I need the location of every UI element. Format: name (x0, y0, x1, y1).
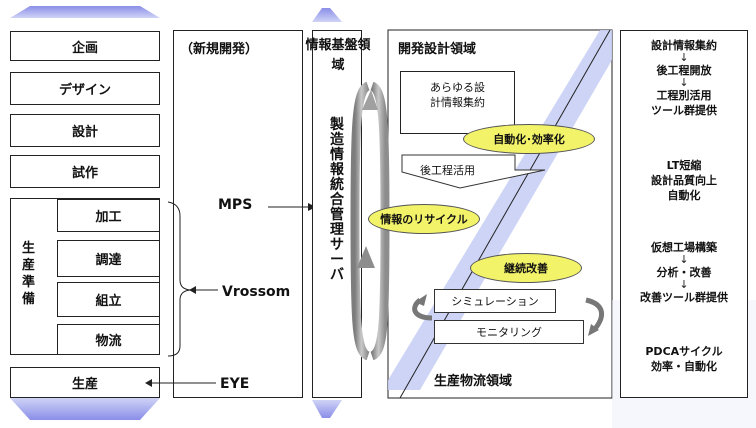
right-item: 効率・自動化 (651, 360, 717, 373)
production-label: 生産 (71, 377, 98, 392)
right-item: PDCAサイクル (645, 345, 723, 358)
engineering-label: 設計 (71, 125, 98, 140)
prototype-box: 試作 (10, 155, 160, 188)
plan-box: 企画 (10, 31, 160, 61)
right-item: 後工程開放 (656, 64, 712, 77)
info-recycle-oval: 情報のリサイクル (368, 204, 480, 234)
eye-label: EYE (220, 376, 250, 392)
downstream-label: 後工程活用 (420, 164, 475, 177)
down-arrow-icon: ↓ (679, 253, 689, 266)
right-group-2: LT短縮 設計品質向上 自動化 (620, 158, 748, 203)
right-item: 仮想工場構築 (651, 241, 717, 254)
dev-design-header: 開発設計領域 (398, 42, 477, 57)
down-arrow-icon: ↓ (679, 76, 689, 89)
new-dev-header: （新規開発） (180, 42, 259, 57)
continuous-improvement-label: 継続改善 (504, 262, 548, 275)
down-arrow-icon: ↓ (679, 278, 689, 291)
simulation-label: シミュレーション (451, 295, 539, 308)
infra-header: 情報基盤領域 (305, 38, 371, 73)
info-recycle-label: 情報のリサイクル (380, 213, 468, 226)
mps-label: MPS (218, 197, 253, 213)
right-group-4: PDCAサイクル 効率・自動化 (620, 344, 748, 374)
down-arrow-icon: ↓ (679, 51, 689, 64)
design-label: デザイン (58, 83, 111, 98)
monitoring-label: モニタリング (476, 326, 542, 339)
right-group-3: 仮想工場構築 ↓ 分析・改善 ↓ 改善ツール群提供 (620, 240, 748, 305)
prep-item-logistics: 物流 (57, 324, 160, 355)
prep-item-label: 組立 (95, 294, 122, 309)
monitoring-box: モニタリング (434, 320, 584, 344)
prep-item-machining: 加工 (57, 199, 160, 232)
right-item: 分析・改善 (656, 266, 712, 279)
right-item: LT短縮 (666, 159, 702, 172)
plan-label: 企画 (71, 40, 98, 56)
right-summary-panel (620, 30, 748, 398)
production-box: 生産 (10, 367, 160, 398)
right-item: ツール群提供 (651, 104, 717, 117)
server-label: 製造情報統合管理サーバ (330, 117, 344, 283)
simulation-box: シミュレーション (434, 289, 556, 313)
prep-item-label: 調達 (95, 253, 122, 268)
prep-item-label: 加工 (95, 210, 122, 225)
prep-item-assembly: 組立 (57, 282, 160, 317)
right-item: 改善ツール群提供 (640, 291, 728, 304)
auto-efficiency-oval: 自動化･効率化 (463, 124, 595, 154)
production-logistics-label: 生産物流領域 (434, 374, 513, 389)
right-item: 設計情報集約 (651, 39, 717, 52)
design-info-box: あらゆる設計情報集約 (400, 71, 515, 134)
prototype-label: 試作 (71, 166, 98, 181)
right-item: 設計品質向上 (651, 174, 717, 187)
right-group-1: 設計情報集約 ↓ 後工程開放 ↓ 工程別活用 ツール群提供 (620, 38, 748, 118)
design-info-label: あらゆる設計情報集約 (430, 81, 485, 109)
new-dev-panel (173, 30, 303, 398)
prep-item-procurement: 調達 (57, 240, 160, 277)
production-prep-label: 生産準備 (22, 241, 36, 307)
auto-efficiency-label: 自動化･効率化 (493, 133, 565, 146)
design-box: デザイン (10, 72, 160, 105)
engineering-box: 設計 (10, 114, 160, 147)
prep-item-label: 物流 (95, 334, 122, 349)
vrossom-label: Vrossom (222, 284, 291, 300)
continuous-improvement-oval: 継続改善 (470, 253, 582, 283)
right-item: 自動化 (667, 189, 701, 202)
right-item: 工程別活用 (656, 89, 712, 102)
